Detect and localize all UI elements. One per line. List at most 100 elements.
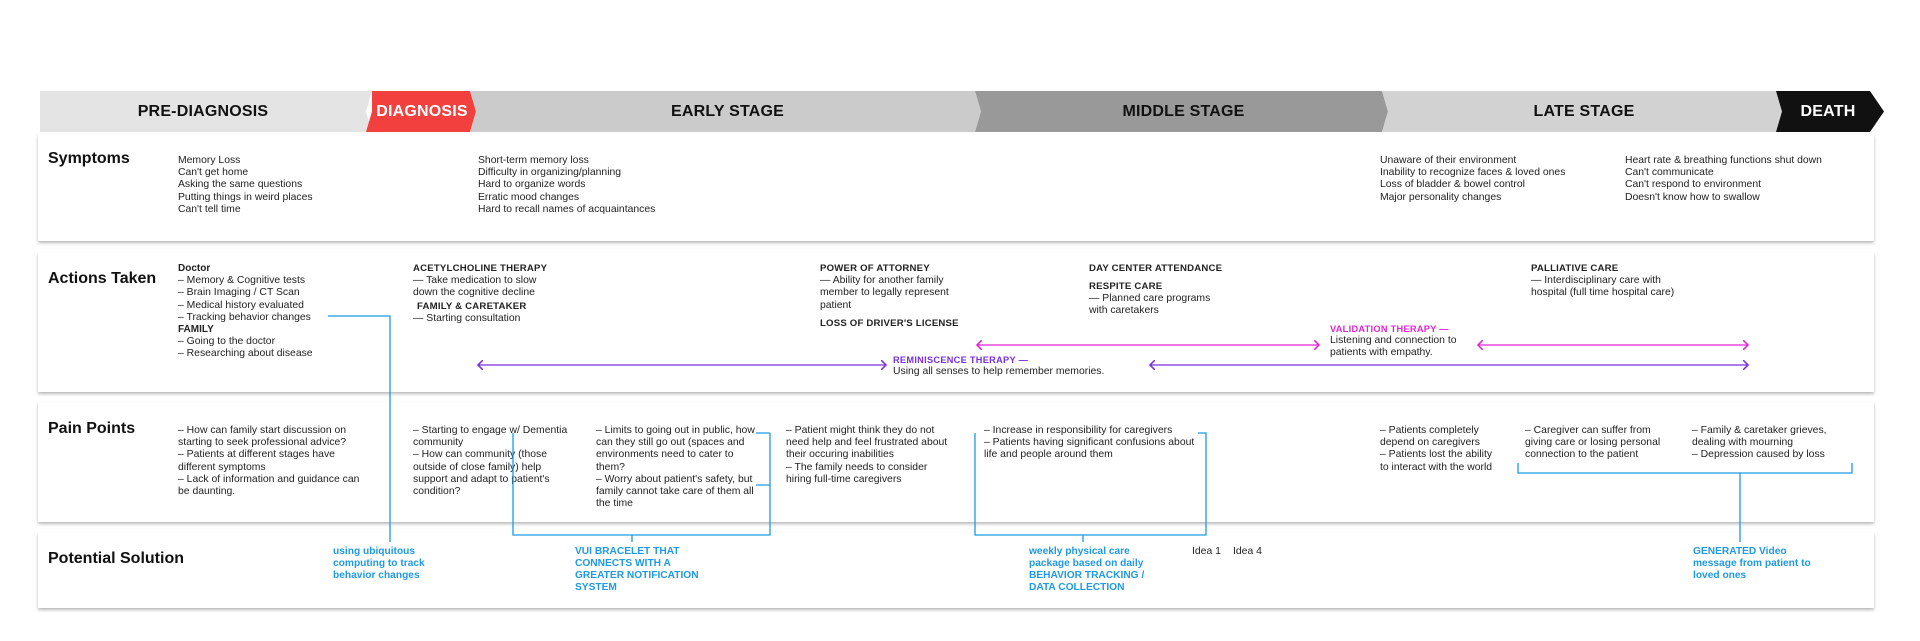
list-item: message from patient to xyxy=(1693,558,1811,569)
list-item: giving care or losing personal xyxy=(1525,437,1661,449)
list-item: Hard to organize words xyxy=(478,179,586,191)
list-item: computing to track xyxy=(333,558,425,569)
list-item: Difficulty in organizing/planning xyxy=(478,167,622,179)
symptoms-row xyxy=(38,134,1874,241)
symptoms-death: Heart rate & breathing functions shut do… xyxy=(1625,155,1822,204)
pain-point-5: – Increase in responsibility for caregiv… xyxy=(984,425,1194,462)
list-item: — Starting consultation xyxy=(413,313,521,324)
action-respite-title: RESPITE CARE xyxy=(1089,281,1163,292)
pain-point-1: – How can family start discussion on sta… xyxy=(178,425,359,498)
validation-title: VALIDATION THERAPY — xyxy=(1330,324,1449,334)
list-item: using ubiquitous xyxy=(333,546,416,557)
list-item: – The family needs to consider xyxy=(786,461,928,473)
action-day-center: DAY CENTER ATTENDANCE xyxy=(1089,263,1222,275)
list-item: – Patient might think they do not xyxy=(786,425,935,436)
idea-4-label: Idea 4 xyxy=(1233,546,1262,557)
pain-points-title: Pain Points xyxy=(48,420,136,437)
pain-point-4: – Patient might think they do not need h… xyxy=(786,425,947,486)
list-item: – How can community (those xyxy=(413,449,547,461)
list-item: – Going to the doctor xyxy=(178,336,276,348)
list-item: depend on caregivers xyxy=(1380,437,1480,449)
list-item: hospital (full time hospital care) xyxy=(1531,287,1675,299)
list-item: Can't get home xyxy=(178,167,249,179)
connector-physical-care xyxy=(974,432,1207,542)
pain-point-6: – Patients completely depend on caregive… xyxy=(1380,425,1492,474)
action-caretaker: FAMILY & CARETAKER xyxy=(417,301,527,313)
action-family-title: FAMILY xyxy=(178,324,214,336)
list-item: – Medical history evaluated xyxy=(178,299,304,311)
list-item: – Lack of information and guidance can xyxy=(178,473,360,485)
solution-title: Potential Solution xyxy=(48,550,184,567)
action-acetylcholine-title: ACETYLCHOLINE THERAPY xyxy=(413,263,548,274)
pain-point-2: – Starting to engage w/ Dementia communi… xyxy=(413,425,567,498)
solution-physical-care-package: weekly physical care package based on da… xyxy=(1029,546,1144,594)
list-item: them? xyxy=(596,461,625,473)
list-item: Erratic mood changes xyxy=(478,191,580,203)
solution-vui-bracelet: VUI BRACELET THAT CONNECTS WITH A GREATE… xyxy=(575,546,699,594)
list-item: community xyxy=(413,437,464,449)
list-item: down the cognitive decline xyxy=(413,287,535,299)
solution-ubiquitous-computing: using ubiquitous computing to track beha… xyxy=(333,546,425,582)
stage-diagnosis-shape xyxy=(366,91,476,132)
action-reminiscence-therapy: REMINISCENCE THERAPY — Using all senses … xyxy=(893,354,1104,378)
symptoms-early: Short-term memory loss Difficulty in org… xyxy=(478,155,655,216)
list-item: patient xyxy=(820,299,852,311)
action-daycenter-title: DAY CENTER ATTENDANCE xyxy=(1089,263,1223,274)
action-palliative-title: PALLIATIVE CARE xyxy=(1531,263,1619,274)
pain-points-row xyxy=(38,402,1874,522)
action-validation-therapy: VALIDATION THERAPY — Listening and conne… xyxy=(1330,323,1457,360)
list-item: — Planned care programs xyxy=(1089,293,1211,305)
reminiscence-desc: Using all senses to help remember memori… xyxy=(893,366,1105,378)
list-item: the time xyxy=(596,498,633,510)
stage-death-shape xyxy=(1776,91,1884,132)
list-item: – Patients lost the ability xyxy=(1380,449,1493,461)
list-item: be daunting. xyxy=(178,486,236,498)
action-caretaker-title: FAMILY & CARETAKER xyxy=(417,301,527,312)
list-item: BEHAVIOR TRACKING / xyxy=(1029,570,1145,581)
list-item: weekly physical care xyxy=(1029,546,1130,557)
pain-point-8: – Family & caretaker grieves, dealing wi… xyxy=(1692,425,1827,462)
list-item: – Memory & Cognitive tests xyxy=(178,275,306,287)
list-item: – Limits to going out in public, how xyxy=(596,425,755,436)
list-item: GREATER NOTIFICATION xyxy=(575,570,699,581)
list-item: – Researching about disease xyxy=(178,348,313,360)
list-item: – Brain Imaging / CT Scan xyxy=(178,287,300,299)
list-item: different symptoms xyxy=(178,461,266,473)
stage-death: DEATH xyxy=(1800,102,1856,120)
list-item: Asking the same questions xyxy=(178,179,303,191)
stage-late: LATE STAGE xyxy=(1533,102,1635,120)
list-item: starting to seek professional advice? xyxy=(178,437,347,449)
list-item: – Starting to engage w/ Dementia xyxy=(413,425,568,436)
list-item: – Patients having significant confusions… xyxy=(984,437,1195,449)
stage-pre-diagnosis: PRE-DIAGNOSIS xyxy=(137,102,269,120)
list-item: — Take medication to slow xyxy=(413,275,537,287)
action-acetylcholine: ACETYLCHOLINE THERAPY — Take medication … xyxy=(413,263,547,300)
action-respite-care: RESPITE CARE — Planned care programs wit… xyxy=(1089,281,1210,318)
list-item: VUI BRACELET THAT xyxy=(575,546,680,557)
list-item: – Patients completely xyxy=(1380,425,1479,436)
list-item: support and adapt to patient's xyxy=(413,473,550,485)
action-caretaker-items: — Starting consultation xyxy=(413,313,520,325)
action-poa-title: POWER OF ATTORNEY xyxy=(820,263,930,274)
stage-early: EARLY STAGE xyxy=(670,102,785,120)
list-item: can they still go out (spaces and xyxy=(596,437,745,449)
list-item: Can't respond to environment xyxy=(1625,179,1761,191)
stage-middle: MIDDLE STAGE xyxy=(1122,102,1245,120)
symptoms-late: Unaware of their environment Inability t… xyxy=(1380,155,1565,204)
symptoms-title: Symptoms xyxy=(48,150,130,167)
list-item: Heart rate & breathing functions shut do… xyxy=(1625,155,1822,166)
list-item: Hard to recall names of acquaintances xyxy=(478,203,656,215)
action-doctor: Doctor – Memory & Cognitive tests – Brai… xyxy=(178,263,313,361)
list-item: Loss of bladder & bowel control xyxy=(1380,179,1525,191)
list-item: GENERATED Video xyxy=(1693,546,1787,557)
list-item: with caretakers xyxy=(1089,305,1159,317)
pain-point-7: – Caregiver can suffer from giving care … xyxy=(1525,425,1660,462)
list-item: member to legally represent xyxy=(820,287,949,299)
list-item: Listening and connection to xyxy=(1330,335,1457,347)
list-item: – Caregiver can suffer from xyxy=(1525,425,1651,436)
list-item: – How can family start discussion on xyxy=(178,425,347,436)
list-item: Short-term memory loss xyxy=(478,155,589,166)
list-item: – Family & caretaker grieves, xyxy=(1692,425,1827,436)
list-item: – Depression caused by loss xyxy=(1692,449,1825,461)
